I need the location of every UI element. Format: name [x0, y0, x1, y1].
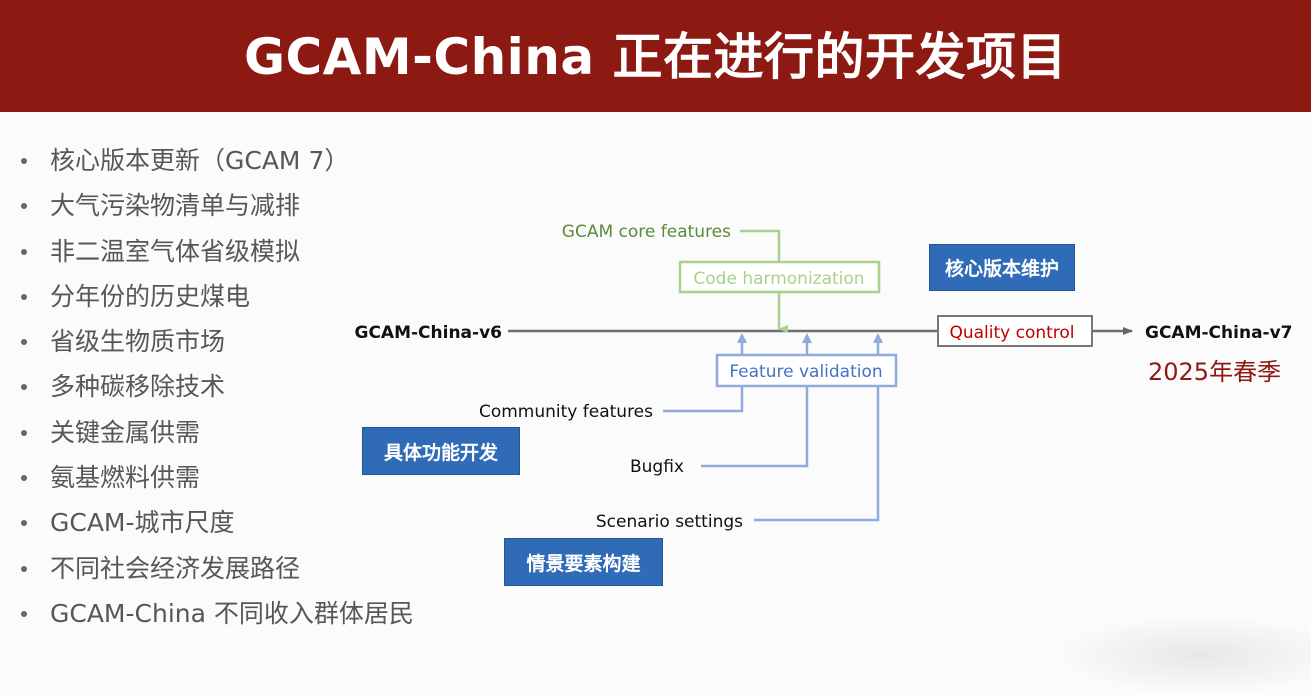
scenario-connector — [754, 386, 880, 522]
bullet-item: 非二温室气体省级模拟 — [18, 229, 414, 274]
validation-arrowhead-1 — [737, 333, 747, 343]
bullet-list: 核心版本更新（GCAM 7） 大气污染物清单与减排 非二温室气体省级模拟 分年份… — [18, 138, 414, 636]
bullet-dot-icon — [21, 248, 27, 255]
bullet-dot-icon — [21, 475, 27, 482]
end-version-label: GCAM-China-v7 — [1145, 323, 1293, 343]
bullet-dot-icon — [21, 520, 27, 527]
bullet-item: GCAM-China 不同收入群体居民 — [18, 591, 414, 636]
bullet-item: GCAM-城市尺度 — [18, 500, 414, 545]
community-features-label: Community features — [479, 402, 653, 422]
start-version-label: GCAM-China-v6 — [354, 323, 502, 343]
bullet-item: 多种碳移除技术 — [18, 364, 414, 409]
quality-control-label: Quality control — [949, 323, 1074, 343]
bullet-item: 不同社会经济发展路径 — [18, 546, 414, 591]
scenario-settings-label: Scenario settings — [596, 512, 743, 532]
bullet-dot-icon — [21, 339, 27, 346]
bugfix-label: Bugfix — [630, 457, 684, 477]
bullet-item: 氨基燃料供需 — [18, 455, 414, 500]
bullet-item: 关键金属供需 — [18, 410, 414, 455]
community-connector — [663, 386, 744, 413]
feature-validation-label: Feature validation — [729, 362, 882, 382]
bullet-item: 分年份的历史煤电 — [18, 274, 414, 319]
feature-dev-tag: 具体功能开发 — [362, 427, 520, 475]
slide-title: GCAM-China 正在进行的开发项目 — [243, 28, 1068, 86]
core-features-connector — [740, 229, 781, 262]
bullet-dot-icon — [21, 203, 27, 210]
validation-arrowhead-3 — [873, 333, 883, 343]
workflow-diagram: GCAM-China-v6 GCAM-China-v7 2025年春季 Qual… — [354, 222, 1293, 532]
bullet-item: 大气污染物清单与减排 — [18, 183, 414, 228]
bugfix-connector — [701, 386, 809, 468]
code-harmonization-label: Code harmonization — [693, 269, 864, 289]
validation-arrowhead-2 — [802, 333, 812, 343]
core-maintenance-tag: 核心版本维护 — [929, 244, 1075, 291]
slide-header: GCAM-China 正在进行的开发项目 — [0, 0, 1311, 112]
release-date-label: 2025年春季 — [1148, 358, 1281, 386]
core-features-label: GCAM core features — [562, 222, 731, 242]
bullet-item: 核心版本更新（GCAM 7） — [18, 138, 414, 183]
validation-arrows — [737, 333, 883, 355]
corner-shadow — [1051, 615, 1311, 695]
bullet-dot-icon — [21, 158, 27, 164]
bullet-dot-icon — [21, 384, 27, 391]
bullet-dot-icon — [21, 293, 27, 300]
bullet-dot-icon — [21, 429, 27, 436]
bullet-item: 省级生物质市场 — [18, 319, 414, 364]
bullet-dot-icon — [21, 610, 27, 617]
scenario-build-tag: 情景要素构建 — [504, 538, 663, 586]
quality-control-box — [937, 315, 1093, 347]
bullet-dot-icon — [21, 565, 27, 572]
